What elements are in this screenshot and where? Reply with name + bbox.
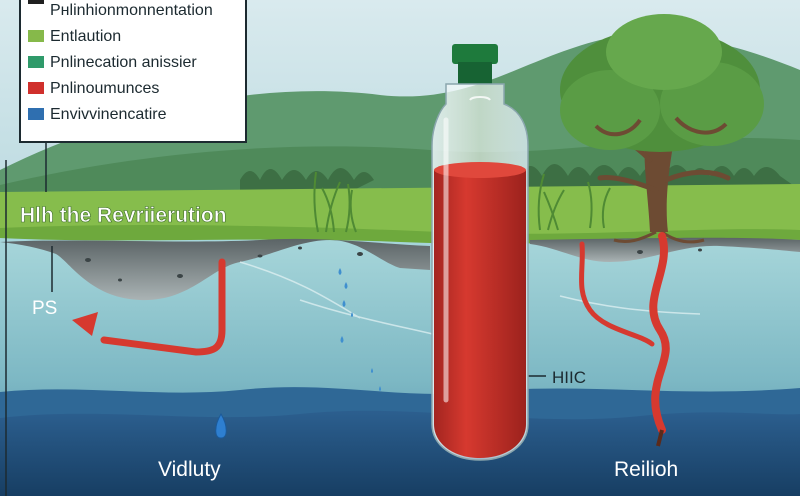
ps-label: PS bbox=[32, 298, 57, 319]
reilioh-label: Reilioh bbox=[614, 458, 678, 481]
legend-swatch bbox=[28, 108, 44, 120]
tree bbox=[560, 14, 764, 244]
arrow-left-icon bbox=[72, 312, 98, 336]
legend: PнlinhionmonnentationEntlautionPnlinecat… bbox=[19, 0, 247, 143]
root-tip bbox=[656, 429, 664, 447]
legend-swatch bbox=[28, 56, 44, 68]
grass-blades bbox=[313, 171, 611, 233]
legend-swatch bbox=[28, 0, 44, 4]
droplets bbox=[338, 268, 381, 391]
red-root-branch bbox=[579, 241, 655, 347]
test-tube bbox=[431, 44, 529, 461]
water-drop-icon bbox=[215, 413, 227, 439]
legend-box bbox=[19, 0, 247, 143]
tube-fluid-surface bbox=[434, 162, 526, 178]
rock-layer-left bbox=[0, 238, 430, 301]
legend-item-label: Pnlinecation anissier bbox=[50, 54, 197, 71]
legend-item-label: Envivvinencatire bbox=[50, 106, 167, 123]
hiic-label: HIIC bbox=[552, 368, 586, 387]
legend-swatch bbox=[28, 30, 44, 42]
vidluty-label: Vidluty bbox=[158, 458, 221, 481]
deep-water-lower bbox=[0, 410, 800, 496]
tube-cap-neck bbox=[458, 62, 492, 84]
rock-specks bbox=[85, 246, 702, 282]
legend-item-label: Pnlinoumunces bbox=[50, 80, 159, 97]
tube-cap bbox=[452, 44, 498, 64]
legend-item-label: Entlaution bbox=[50, 28, 121, 45]
red-pipe-left bbox=[100, 258, 226, 356]
red-root-main bbox=[649, 232, 670, 434]
tube-fluid bbox=[434, 170, 526, 458]
legend-swatch bbox=[28, 82, 44, 94]
ground-title-label: Hlh the Revriierution bbox=[20, 204, 227, 227]
legend-item-label: Pнlinhionmonnentation bbox=[50, 2, 213, 19]
